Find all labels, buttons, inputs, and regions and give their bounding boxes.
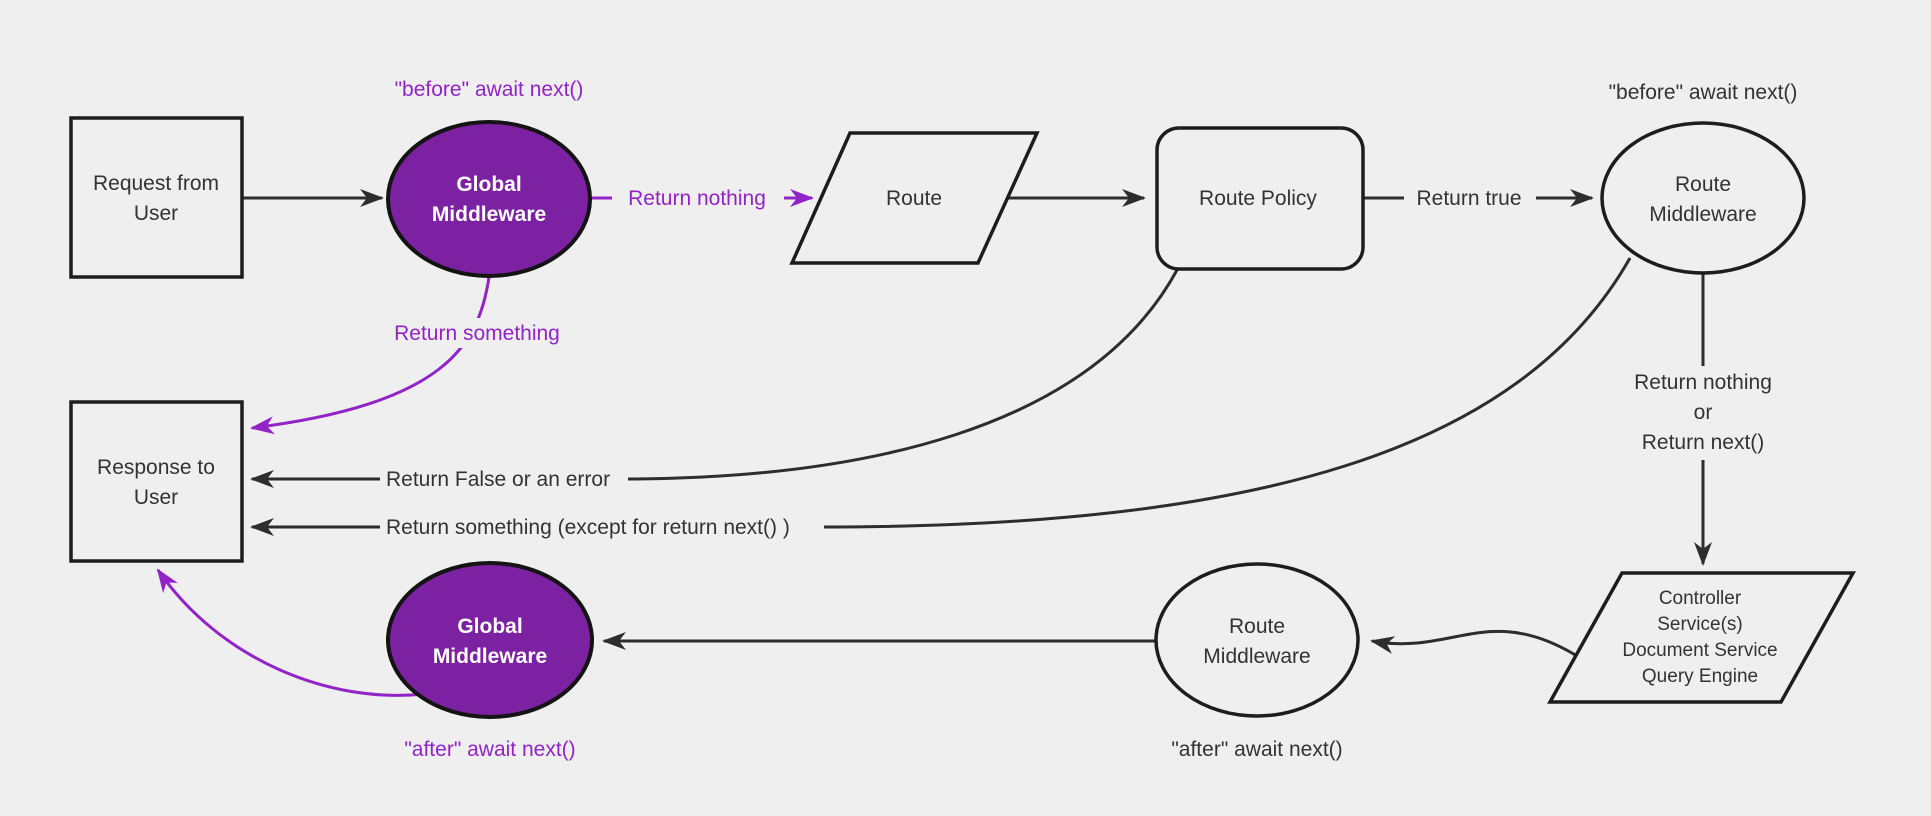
label-return-nothing-or-line3: Return next() xyxy=(1642,431,1765,454)
route-middleware-top-label-line1: Route xyxy=(1675,173,1731,196)
label-bg-return-except xyxy=(380,512,824,542)
global-middleware-bottom-label-line2: Middleware xyxy=(433,645,547,668)
label-return-false-or-error: Return False or an error xyxy=(386,468,610,491)
route-middleware-bottom-ellipse xyxy=(1154,562,1360,718)
label-after-await-next-global: "after" await next() xyxy=(404,738,575,761)
edge-route-policy-to-response xyxy=(250,269,1179,488)
edge-global-middleware-to-response-top xyxy=(250,276,491,435)
label-bg-return-nothing xyxy=(612,183,784,213)
route-middleware-top-label-line2: Middleware xyxy=(1649,203,1756,226)
label-bg-return-something xyxy=(388,318,566,348)
label-bg-return-true xyxy=(1404,183,1536,213)
edge-global-middleware-to-response-bottom xyxy=(156,568,425,697)
node-global-middleware-top: Global Middleware xyxy=(386,120,592,278)
request-label-line2: User xyxy=(134,202,178,225)
controller-label-line4: Query Engine xyxy=(1642,666,1758,687)
node-route-middleware-bottom: Route Middleware xyxy=(1154,562,1360,718)
response-label-line2: User xyxy=(134,486,178,509)
label-before-await-next-global: "before" await next() xyxy=(395,78,584,101)
node-response-to-user: Response to User xyxy=(69,400,244,563)
global-middleware-top-label-line2: Middleware xyxy=(432,203,546,226)
label-return-something-except: Return something (except for return next… xyxy=(386,516,790,539)
controller-label-line3: Document Service xyxy=(1622,640,1777,661)
global-middleware-top-ellipse xyxy=(386,120,592,278)
label-return-something: Return something xyxy=(394,322,560,345)
request-label-line1: Request from xyxy=(93,172,219,195)
node-route-middleware-top: Route Middleware xyxy=(1600,121,1806,275)
controller-label-line1: Controller xyxy=(1659,588,1742,609)
route-middleware-bottom-label-line1: Route xyxy=(1229,615,1285,638)
node-route: Route xyxy=(789,131,1040,265)
controller-parallelogram xyxy=(1547,571,1856,704)
label-return-nothing-or-line2: or xyxy=(1694,401,1713,424)
global-middleware-bottom-ellipse xyxy=(386,561,594,719)
node-global-middleware-bottom: Global Middleware xyxy=(386,561,594,719)
response-rect xyxy=(69,400,244,563)
controller-label-line2: Service(s) xyxy=(1657,614,1743,635)
global-middleware-top-label-line1: Global xyxy=(456,173,521,196)
node-route-policy: Route Policy xyxy=(1155,126,1365,271)
global-middleware-bottom-label-line1: Global xyxy=(457,615,522,638)
label-return-nothing-or-line1: Return nothing xyxy=(1634,371,1772,394)
route-middleware-top-ellipse xyxy=(1600,121,1806,275)
label-after-await-next-route-mw: "after" await next() xyxy=(1171,738,1342,761)
node-controller-services: Controller Service(s) Document Service Q… xyxy=(1547,571,1856,704)
label-return-nothing: Return nothing xyxy=(628,187,766,210)
edge-labels: "before" await next() "before" await nex… xyxy=(380,78,1816,761)
response-label-line1: Response to xyxy=(97,456,215,479)
label-bg-return-nothing-or xyxy=(1592,366,1816,460)
request-rect xyxy=(69,116,244,279)
label-bg-return-false xyxy=(380,464,628,494)
route-middleware-bottom-label-line2: Middleware xyxy=(1203,645,1310,668)
route-label: Route xyxy=(886,187,942,210)
edge-controller-to-route-middleware-bottom xyxy=(1370,629,1578,658)
edge-route-middleware-to-response xyxy=(250,257,1632,536)
route-parallelogram xyxy=(789,131,1040,265)
route-policy-label: Route Policy xyxy=(1199,187,1317,210)
route-policy-rect xyxy=(1155,126,1365,271)
label-return-true: Return true xyxy=(1416,187,1521,210)
node-request-from-user: Request from User xyxy=(69,116,244,279)
label-before-await-next-route-mw: "before" await next() xyxy=(1609,81,1798,104)
